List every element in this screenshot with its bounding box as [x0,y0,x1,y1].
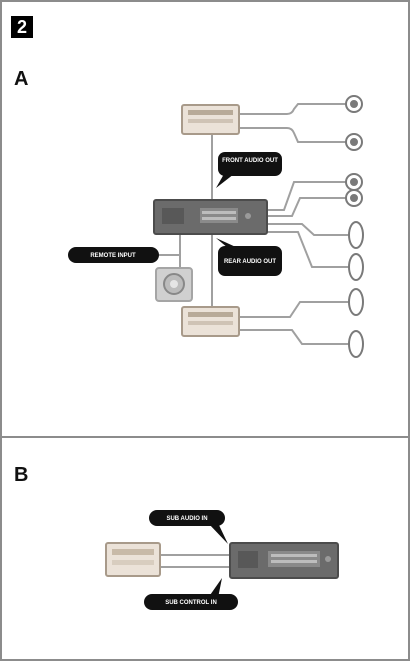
section-a-label: A [14,68,29,90]
section-divider [2,436,408,438]
svg-text:FRONT AUDIO OUT: FRONT AUDIO OUT [222,158,278,164]
callout-remote-input: REMOTE INPUT [68,247,159,263]
callout-sub-audio-in: SUB AUDIO IN [149,510,228,544]
car-audio-head-unit-b [229,542,339,579]
external-amplifier-b [105,542,161,577]
svg-text:REMOTE INPUT: REMOTE INPUT [90,253,136,259]
rca-plugs-oval [348,221,364,358]
remote-knob [155,267,193,302]
rca-plugs-round [345,95,363,207]
upper-amplifier [181,104,240,135]
lower-amplifier [181,306,240,337]
car-audio-head-unit [153,199,268,235]
wiring-lines-a [159,103,349,345]
svg-text:REAR AUDIO OUT: REAR AUDIO OUT [224,259,276,265]
callout-sub-control-in: SUB CONTROL IN [144,578,238,610]
callout-front-audio-out: FRONT AUDIO OUT [216,152,282,188]
step-number-badge: 2 [11,16,33,38]
callout-rear-audio-out: REAR AUDIO OUT [216,238,282,276]
wiring-lines-b [159,554,230,568]
section-b-label: B [14,464,29,486]
svg-text:SUB AUDIO IN: SUB AUDIO IN [166,516,207,522]
svg-text:SUB CONTROL IN: SUB CONTROL IN [165,600,217,606]
